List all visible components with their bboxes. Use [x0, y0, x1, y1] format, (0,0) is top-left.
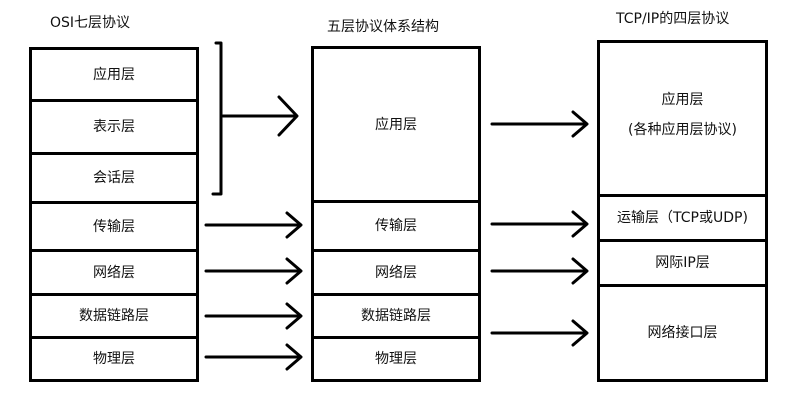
tcpip-layer-transport: 运输层（TCP或UDP) [597, 194, 768, 242]
five-layer-label: 应用层 [375, 116, 417, 133]
tcpip-layer-label: 网络接口层 [647, 325, 718, 341]
five-layer-label: 传输层 [375, 218, 417, 234]
osi-title: OSI七层协议 [50, 15, 131, 31]
osi-upper-bracket [211, 41, 223, 196]
tcpip-layer-note: (各种应用层协议) [628, 121, 737, 138]
five-layer-label: 数据链路层 [361, 308, 431, 324]
osi-layer-physical: 物理层 [29, 336, 199, 382]
tcpip-layer-application: 应用层 (各种应用层协议) [597, 40, 768, 197]
arrow-osi-network-to-five [204, 257, 303, 285]
five-layer-application: 应用层 [311, 46, 481, 203]
tcpip-layer-link: 网络接口层 [597, 284, 768, 382]
arrow-osi-physical-to-five [204, 343, 303, 371]
arrow-osi-transport-to-five [204, 211, 303, 239]
tcpip-layer-label: 运输层（TCP或UDP) [617, 210, 748, 226]
osi-layer-network: 网络层 [29, 249, 199, 296]
five-layer-network: 网络层 [311, 249, 481, 296]
tcpip-layer-label: 网际IP层 [655, 255, 710, 271]
five-layer-label: 物理层 [375, 351, 417, 367]
arrow-osi-datalink-to-five [204, 302, 303, 330]
five-layer-physical: 物理层 [311, 336, 481, 382]
osi-layer-label: 会话层 [93, 170, 135, 186]
tcpip-title: TCP/IP的四层协议 [616, 11, 730, 27]
arrow-osi-upper-to-five-app [221, 95, 299, 137]
osi-layer-label: 传输层 [93, 218, 135, 235]
osi-layer-label: 数据链路层 [79, 308, 149, 324]
five-layer-title: 五层协议体系结构 [327, 19, 439, 35]
osi-layer-session: 会话层 [29, 152, 199, 204]
osi-layer-label: 物理层 [93, 351, 135, 367]
osi-layer-label: 应用层 [93, 66, 135, 83]
five-layer-label: 网络层 [375, 264, 417, 281]
arrow-five-transport-to-tcpip [490, 210, 589, 238]
osi-layer-label: 网络层 [93, 264, 135, 281]
osi-layer-label: 表示层 [93, 119, 135, 135]
arrow-five-lower-to-tcpip-link [490, 319, 589, 347]
tcpip-layer-label: 应用层 [661, 91, 704, 108]
arrow-five-network-to-tcpip [490, 257, 589, 285]
arrow-five-app-to-tcpip [490, 110, 589, 138]
